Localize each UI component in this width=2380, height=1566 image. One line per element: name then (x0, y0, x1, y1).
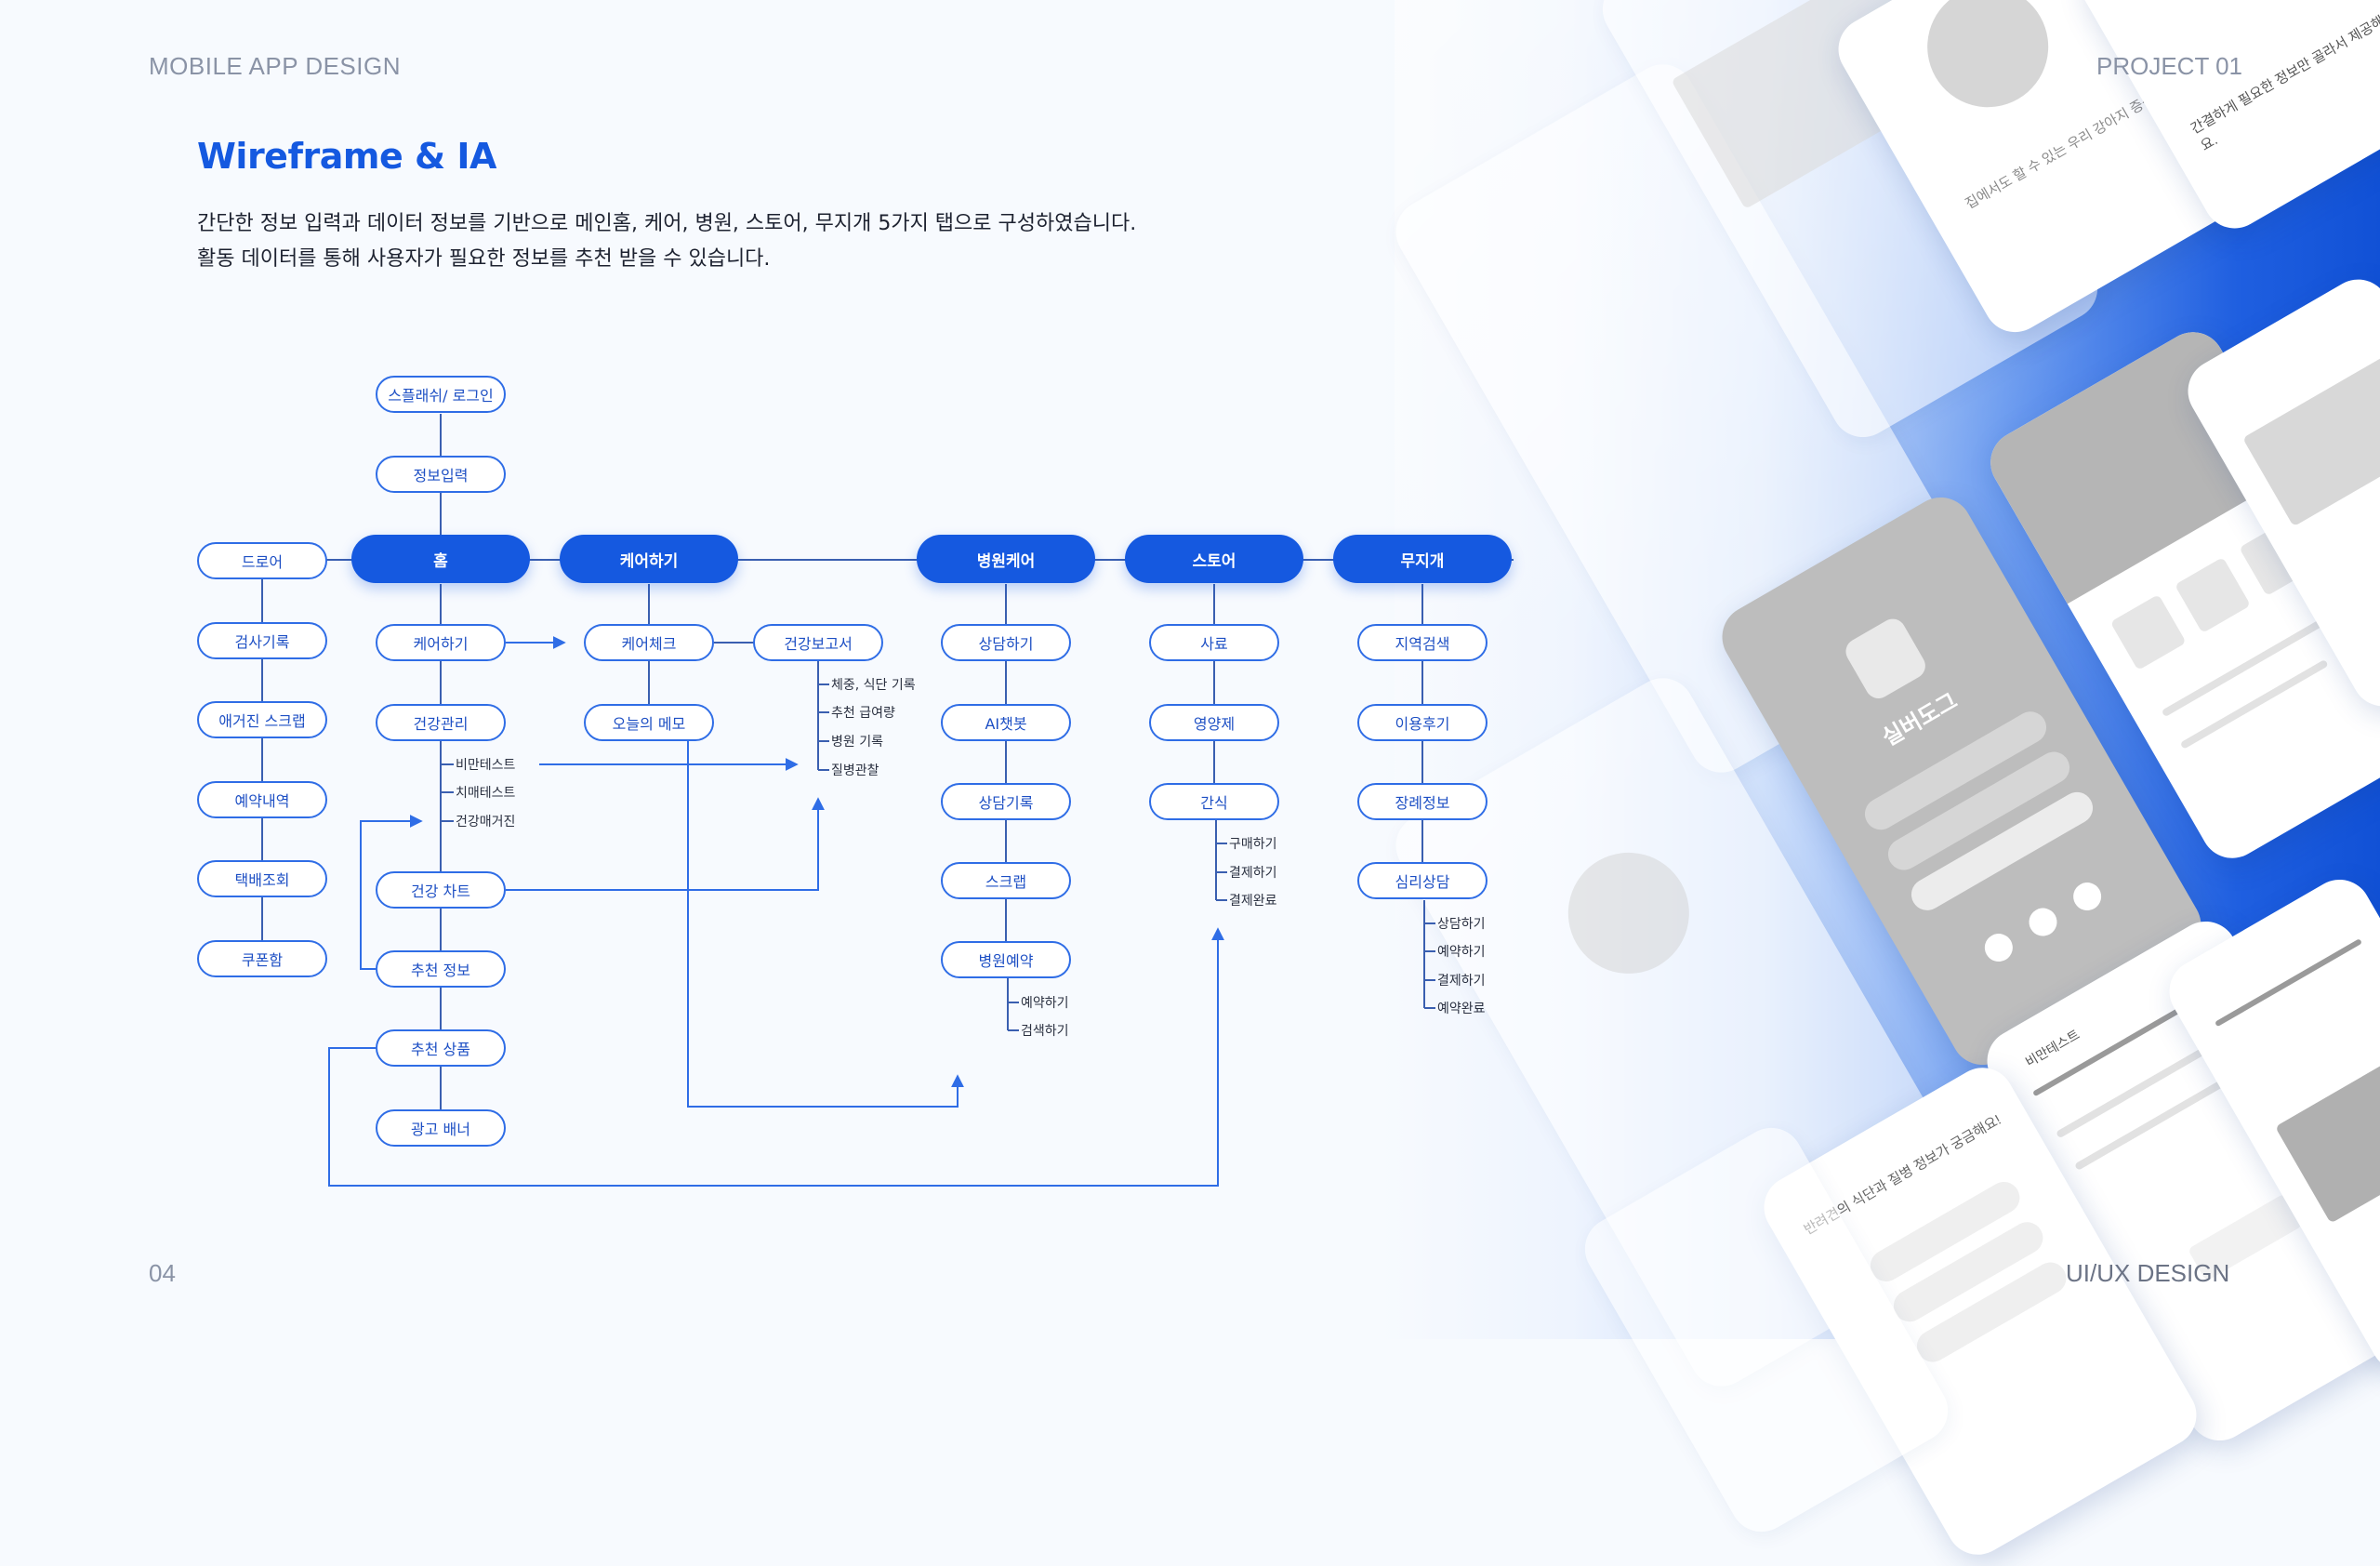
ia-care-report-sub: 병원 기록 (831, 735, 883, 750)
ia-connectors (261, 414, 1514, 1187)
ia-home-health-sub: 치매테스트 (456, 786, 516, 801)
ia-node-home-item: 추천 상품 (376, 1029, 506, 1067)
ia-node-home-item: 케어하기 (376, 624, 506, 661)
ia-rainbow-counsel-sub: 예약완료 (1437, 1002, 1486, 1016)
ia-care-report-sub: 질병관찰 (831, 763, 879, 778)
ia-node-splash: 스플래쉬/ 로그인 (376, 376, 506, 413)
ia-node-care-memo: 오늘의 메모 (584, 704, 714, 741)
ia-node-info-input: 정보입력 (376, 456, 506, 493)
ia-node-hospital-item: AI챗봇 (941, 704, 1071, 741)
description-line: 활동 데이터를 통해 사용자가 필요한 정보를 추천 받을 수 있습니다. (197, 247, 771, 271)
ia-node-care-check: 케어체크 (584, 624, 714, 661)
ia-home-health-sub: 건강매거진 (456, 815, 516, 829)
ia-node-rainbow-item: 지역검색 (1357, 624, 1488, 661)
ia-node-rainbow-item: 이용후기 (1357, 704, 1488, 741)
ia-home-health-sub: 비만테스트 (456, 758, 516, 773)
header-project-label: PROJECT 01 (2096, 52, 2243, 80)
ia-store-snack-sub: 결제완료 (1229, 894, 1277, 909)
ia-tab-rainbow: 무지개 (1333, 535, 1512, 583)
ia-node-drawer-item: 애거진 스크랩 (197, 701, 327, 738)
description-line: 간단한 정보 입력과 데이터 정보를 기반으로 메인홈, 케어, 병원, 스토어… (197, 212, 1137, 235)
ia-node-home-item: 광고 배너 (376, 1109, 506, 1147)
ia-node-store-item: 영양제 (1149, 704, 1279, 741)
ia-rainbow-counsel-sub: 예약하기 (1437, 945, 1486, 960)
ia-node-hospital-item: 병원예약 (941, 941, 1071, 978)
ia-node-drawer-item: 택배조회 (197, 860, 327, 897)
ia-node-home-item: 건강 차트 (376, 871, 506, 909)
ia-hospital-booking-sub: 예약하기 (1021, 996, 1069, 1011)
ia-node-drawer: 드로어 (197, 542, 327, 579)
ia-node-drawer-item: 예약내역 (197, 781, 327, 818)
ia-node-home-item: 건강관리 (376, 704, 506, 741)
ia-node-care-report: 건강보고서 (753, 624, 883, 661)
ia-hospital-booking-sub: 검색하기 (1021, 1024, 1069, 1039)
page-title: Wireframe & IA (197, 136, 496, 177)
ia-tab-store: 스토어 (1125, 535, 1303, 583)
ia-tab-hospital: 병원케어 (917, 535, 1095, 583)
header-section-label: MOBILE APP DESIGN (149, 52, 402, 80)
ia-tab-home: 홈 (351, 535, 530, 583)
ia-node-rainbow-item: 장례정보 (1357, 783, 1488, 820)
ia-node-drawer-item: 검사기록 (197, 622, 327, 659)
ia-node-store-item: 사료 (1149, 624, 1279, 661)
page-number: 04 (149, 1259, 176, 1287)
footer-label: UI/UX DESIGN (2066, 1259, 2230, 1287)
page-description: 간단한 정보 입력과 데이터 정보를 기반으로 메인홈, 케어, 병원, 스토어… (197, 206, 1136, 277)
ia-store-snack-sub: 결제하기 (1229, 866, 1277, 881)
ia-node-home-item: 추천 정보 (376, 950, 506, 988)
ia-node-store-item: 간식 (1149, 783, 1279, 820)
ia-care-report-sub: 추천 급여량 (831, 706, 895, 721)
ia-rainbow-counsel-sub: 결제하기 (1437, 974, 1486, 989)
ia-care-report-sub: 체중, 식단 기록 (831, 678, 916, 693)
ia-node-hospital-item: 상담하기 (941, 624, 1071, 661)
ia-node-hospital-item: 스크랩 (941, 862, 1071, 899)
ia-rainbow-counsel-sub: 상담하기 (1437, 917, 1486, 932)
ia-node-drawer-item: 쿠폰함 (197, 940, 327, 977)
ia-tab-care: 케어하기 (560, 535, 738, 583)
ia-node-rainbow-item: 심리상담 (1357, 862, 1488, 899)
ia-node-hospital-item: 상담기록 (941, 783, 1071, 820)
ia-store-snack-sub: 구매하기 (1229, 837, 1277, 852)
